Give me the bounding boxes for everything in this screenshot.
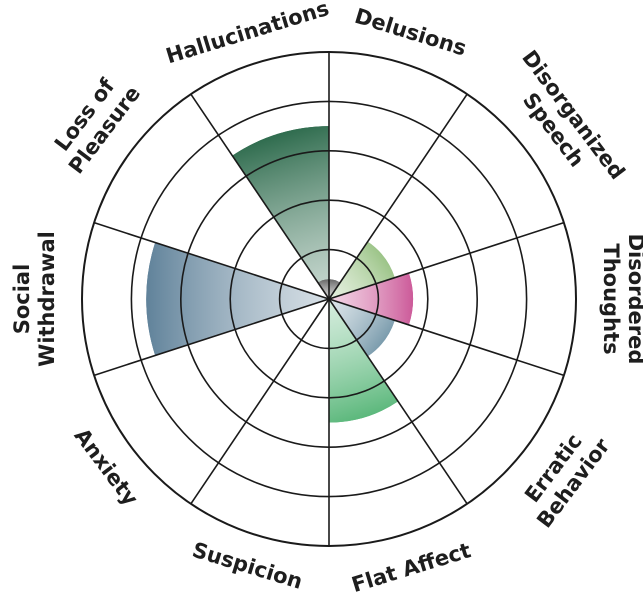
wedge-social-withdrawal-shade bbox=[146, 242, 329, 356]
wedge-disordered-thoughts-shade bbox=[329, 273, 413, 325]
category-label-disordered-thoughts-1: Disordered bbox=[624, 234, 643, 365]
category-label-anxiety-1: Anxiety bbox=[70, 424, 143, 511]
wedge-flat-affect-shade bbox=[329, 299, 399, 423]
category-label-suspicion-1: Suspicion bbox=[189, 538, 305, 594]
label-group-anxiety: Anxiety bbox=[70, 424, 143, 511]
grid-spoke-8 bbox=[93, 298, 330, 377]
label-group-hallucinations: Hallucinations bbox=[163, 0, 332, 68]
grid-spoke-7 bbox=[190, 298, 330, 505]
grid-spoke-10 bbox=[190, 93, 330, 300]
category-label-disordered-thoughts-2: Thoughts bbox=[599, 243, 623, 354]
grid-spoke-5 bbox=[328, 298, 468, 505]
label-group-delusions: Delusions bbox=[352, 4, 469, 61]
grid-spoke-9 bbox=[93, 221, 330, 300]
grid-spoke-2 bbox=[328, 93, 468, 300]
category-label-delusions-1: Delusions bbox=[352, 4, 469, 61]
grid-spoke-4 bbox=[328, 298, 565, 377]
wedge-disorganized-speech-shade bbox=[329, 241, 395, 299]
category-label-flat-affect-1: Flat Affect bbox=[349, 538, 474, 597]
wedge-erratic-behavior-shade bbox=[329, 299, 395, 357]
label-group-suspicion: Suspicion bbox=[189, 538, 305, 594]
category-label-social-withdrawal-2: Withdrawal bbox=[35, 231, 59, 367]
category-label-hallucinations-1: Hallucinations bbox=[163, 0, 332, 68]
category-label-social-withdrawal-1: Social bbox=[10, 264, 34, 335]
label-group-flat-affect: Flat Affect bbox=[349, 538, 474, 597]
grid-spoke-3 bbox=[328, 221, 565, 300]
